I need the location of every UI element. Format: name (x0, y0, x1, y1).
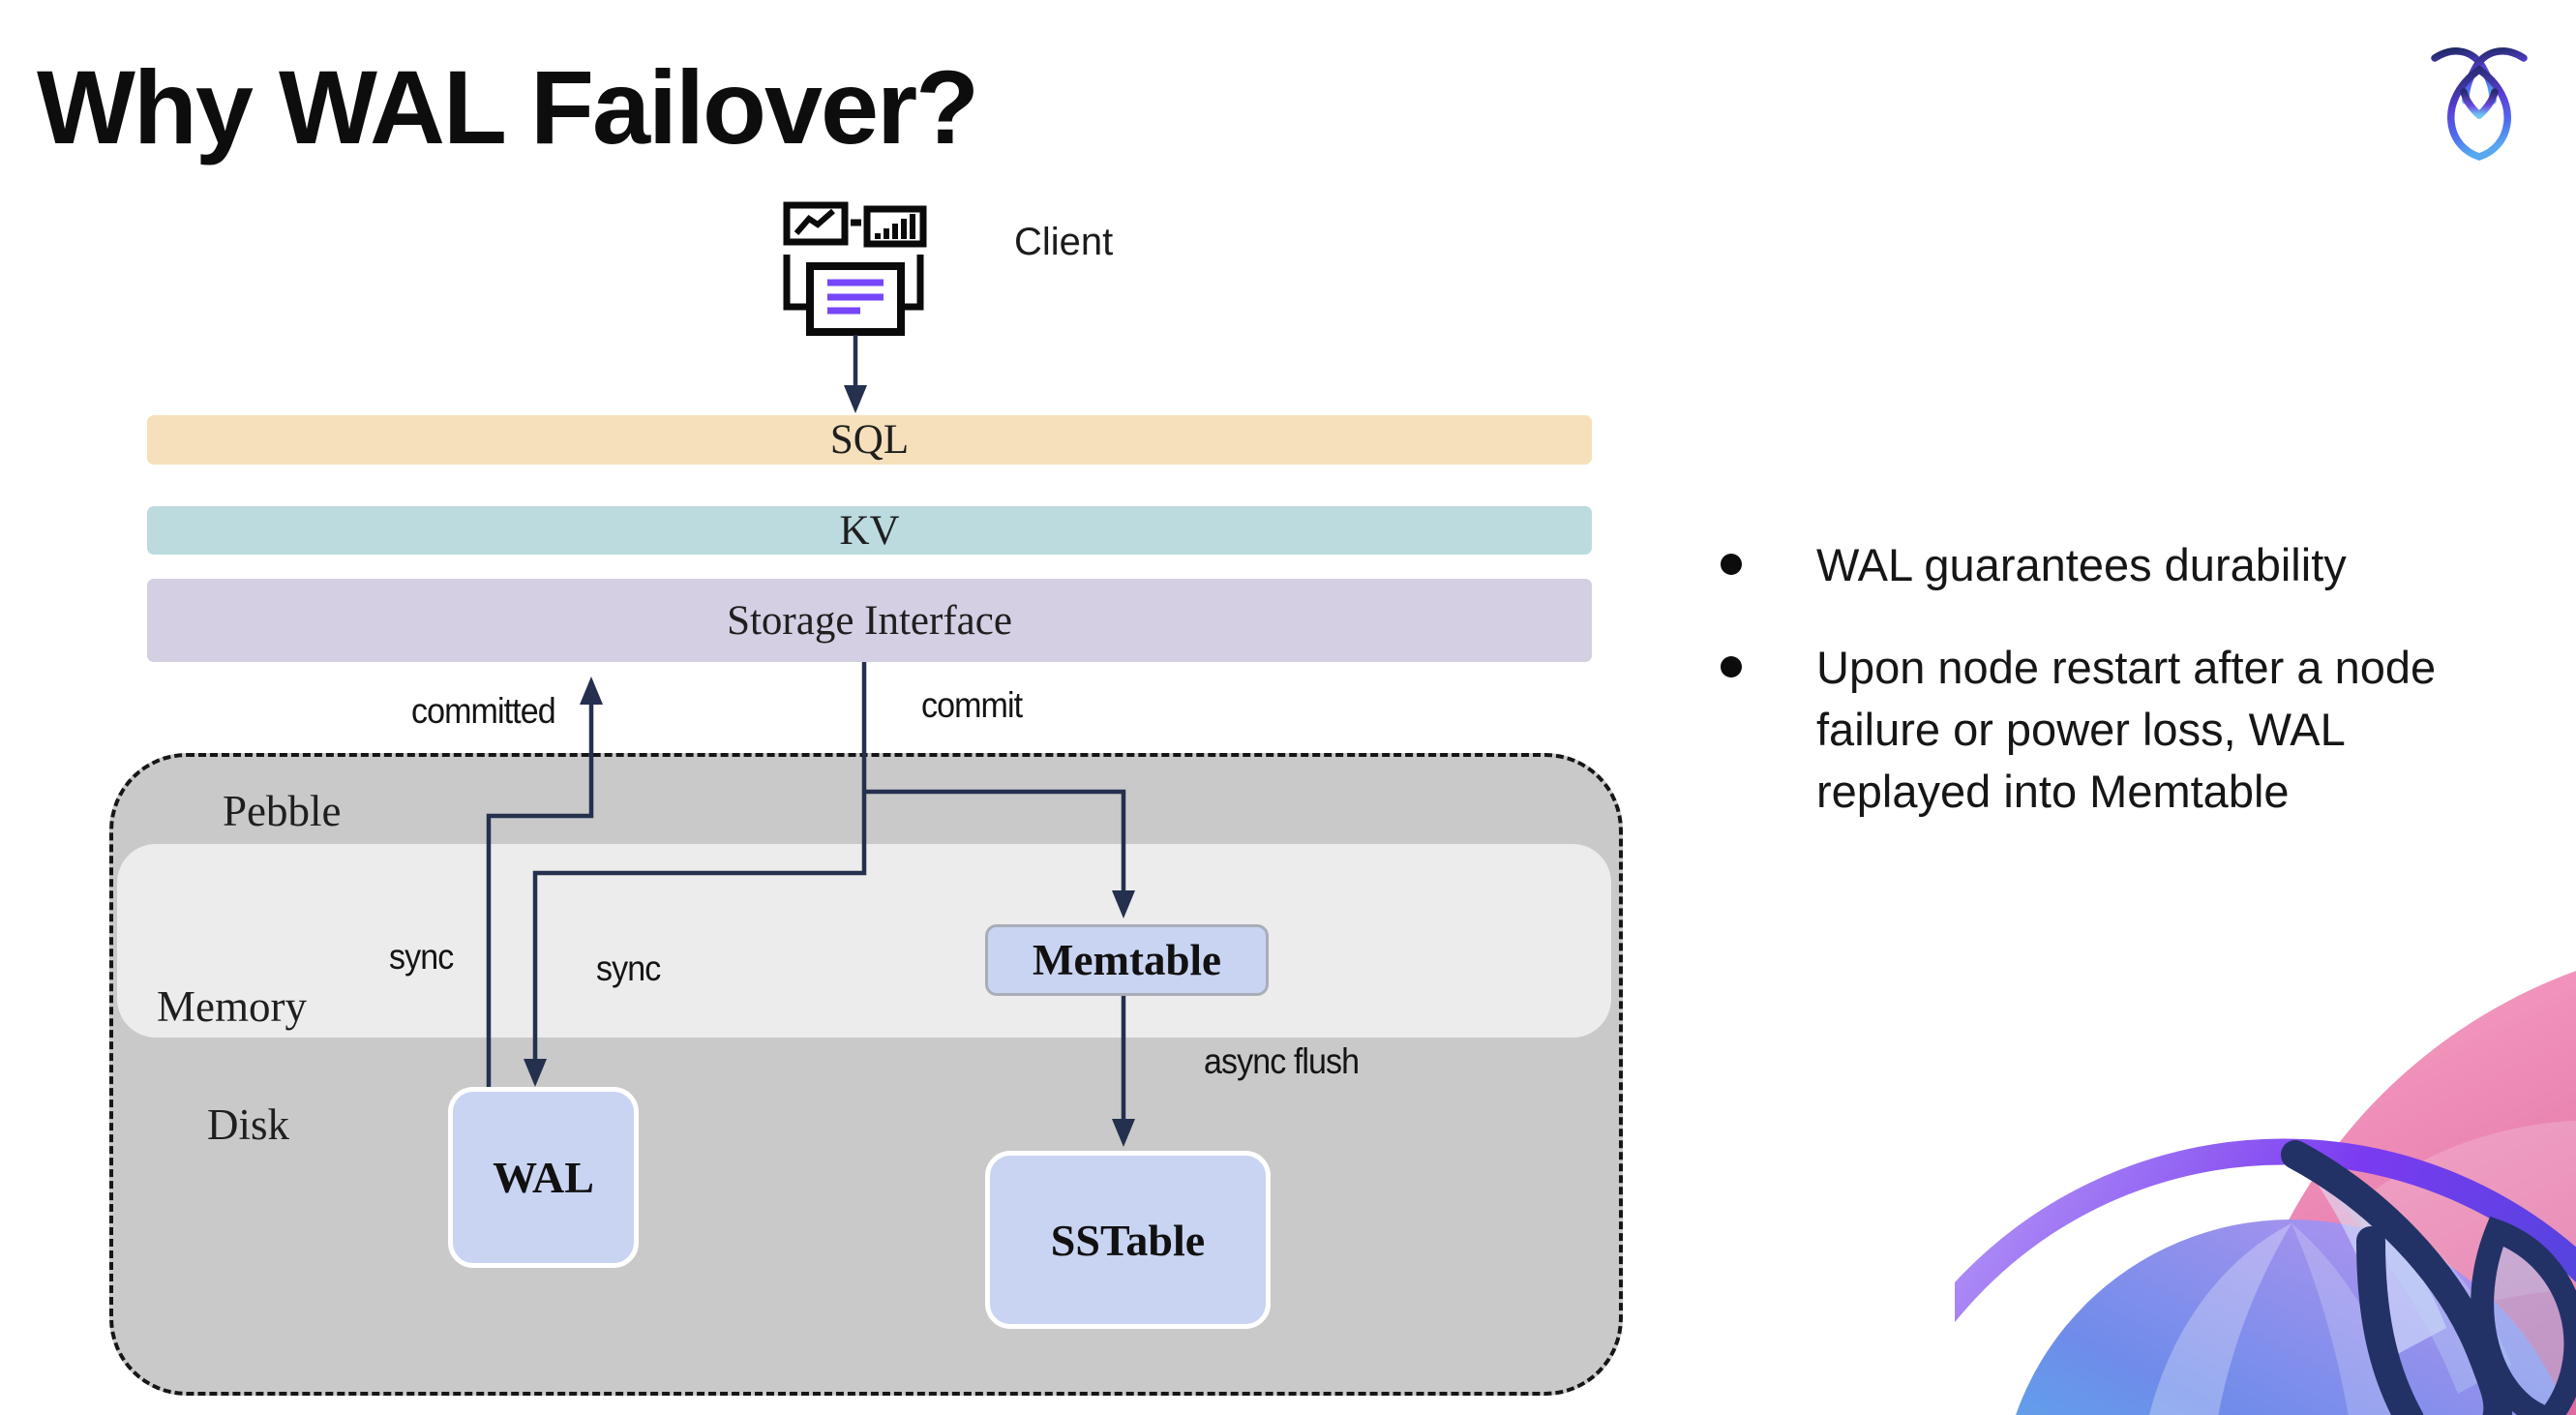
memory-label: Memory (157, 982, 307, 1031)
edge-label-async-flush: async flush (1204, 1041, 1360, 1081)
bullet-text: WAL guarantees durability (1816, 539, 2347, 590)
list-item: WAL guarantees durability (1699, 534, 2551, 596)
bullet-dot-icon (1721, 656, 1742, 677)
wal-label: WAL (493, 1153, 594, 1202)
brand-corner-artwork (1955, 971, 2576, 1415)
layer-storage-interface: Storage Interface (147, 579, 1592, 662)
layer-storage-interface-label: Storage Interface (727, 597, 1012, 644)
bullet-list: WAL guarantees durability Upon node rest… (1699, 534, 2551, 823)
bullet-text: Upon node restart after a node failure o… (1816, 642, 2437, 817)
sstable-node: SSTable (985, 1151, 1271, 1329)
edge-label-commit: commit (921, 685, 1023, 725)
list-item: Upon node restart after a node failure o… (1699, 637, 2551, 823)
edge-label-committed: committed (411, 691, 556, 731)
memtable-label: Memtable (1033, 936, 1221, 984)
sstable-label: SSTable (1050, 1215, 1206, 1265)
layer-sql: SQL (147, 415, 1592, 465)
edge-label-sync-down: sync (596, 948, 661, 988)
disk-label: Disk (207, 1100, 290, 1149)
memory-zone (117, 844, 1611, 1038)
layer-kv: KV (147, 506, 1592, 555)
bullet-dot-icon (1721, 554, 1742, 575)
cockroachdb-logo-icon (2431, 47, 2528, 161)
edge-label-sync-up: sync (389, 937, 454, 977)
client-label: Client (1014, 221, 1114, 263)
layer-sql-label: SQL (829, 417, 910, 463)
pebble-label: Pebble (223, 787, 342, 835)
client-terminals-icon (783, 201, 927, 336)
memtable-node: Memtable (985, 924, 1269, 996)
page-title: Why WAL Failover? (37, 48, 979, 166)
wal-node: WAL (448, 1087, 639, 1268)
layer-kv-label: KV (839, 507, 900, 554)
